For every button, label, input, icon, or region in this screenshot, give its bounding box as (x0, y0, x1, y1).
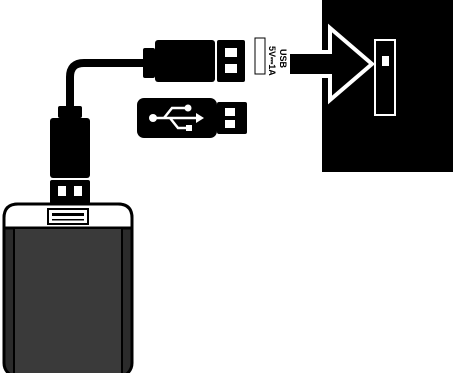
hard-drive-usb-port (48, 209, 88, 224)
usb-label: USB (278, 49, 288, 69)
port-label: USB 5V⎓1A (267, 46, 288, 76)
usb-flash-drive (137, 98, 247, 138)
port-label-box (255, 38, 265, 74)
cable-usb-plug-bottom (50, 106, 90, 204)
cable-usb-plug-top (143, 40, 245, 82)
external-hard-drive-icon (4, 204, 132, 373)
usb-cable (70, 63, 150, 108)
power-label: 5V⎓1A (267, 46, 277, 76)
tv-usb-port-slot (382, 56, 389, 66)
